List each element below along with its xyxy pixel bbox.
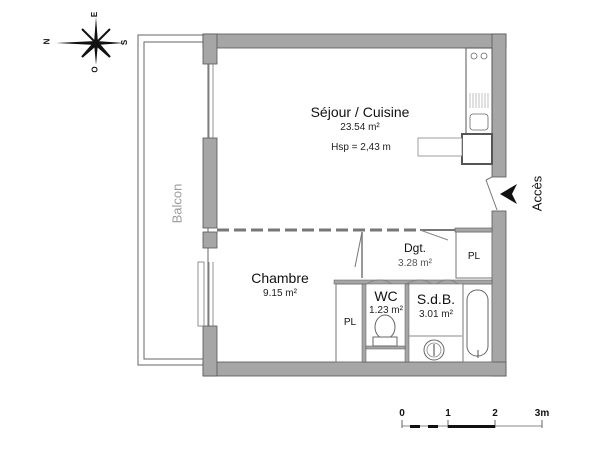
room-chambre-area: 9.15 m² [263,288,297,299]
compass-east-label: E [90,11,100,18]
room-sejour-area: 23.54 m² [340,122,380,133]
room-sejour-height: Hsp = 2,43 m [331,142,391,153]
entrance-door [485,179,498,211]
scale-bar [401,420,543,428]
scale-tick-0: 0 [399,408,405,419]
scale-tick-2: 2 [492,408,498,419]
entrance-arrow [500,184,517,204]
compass-north-label: N [42,38,52,45]
compass-south-label: S [120,39,130,46]
entrance-label: Accès [529,175,545,212]
compass-rose [56,17,124,65]
room-chambre-name: Chambre [251,270,309,286]
room-dgt-name: Dgt. [403,241,426,255]
scale-tick-3: 3m [534,408,550,419]
toilet [374,314,396,340]
compass-west-label: O [90,66,100,73]
room-dgt-area: 3.28 m² [398,258,432,269]
room-sejour-name: Séjour / Cuisine [310,104,410,120]
scale-tick-1: 1 [445,408,451,419]
room-sdb-area: 3.01 m² [419,309,453,320]
exterior-walls [202,33,507,377]
closet-dgt-label: PL [467,251,481,262]
closet-chambre-label: PL [343,317,357,328]
room-wc-area: 1.23 m² [369,305,403,316]
closet-dgt [455,231,493,279]
chambre-door [354,231,363,268]
balcony-label: Balcon [169,183,185,224]
room-sdb-name: S.d.B. [416,291,456,307]
bathtub [466,289,489,357]
windows [197,64,214,327]
room-wc-name: WC [374,288,398,304]
